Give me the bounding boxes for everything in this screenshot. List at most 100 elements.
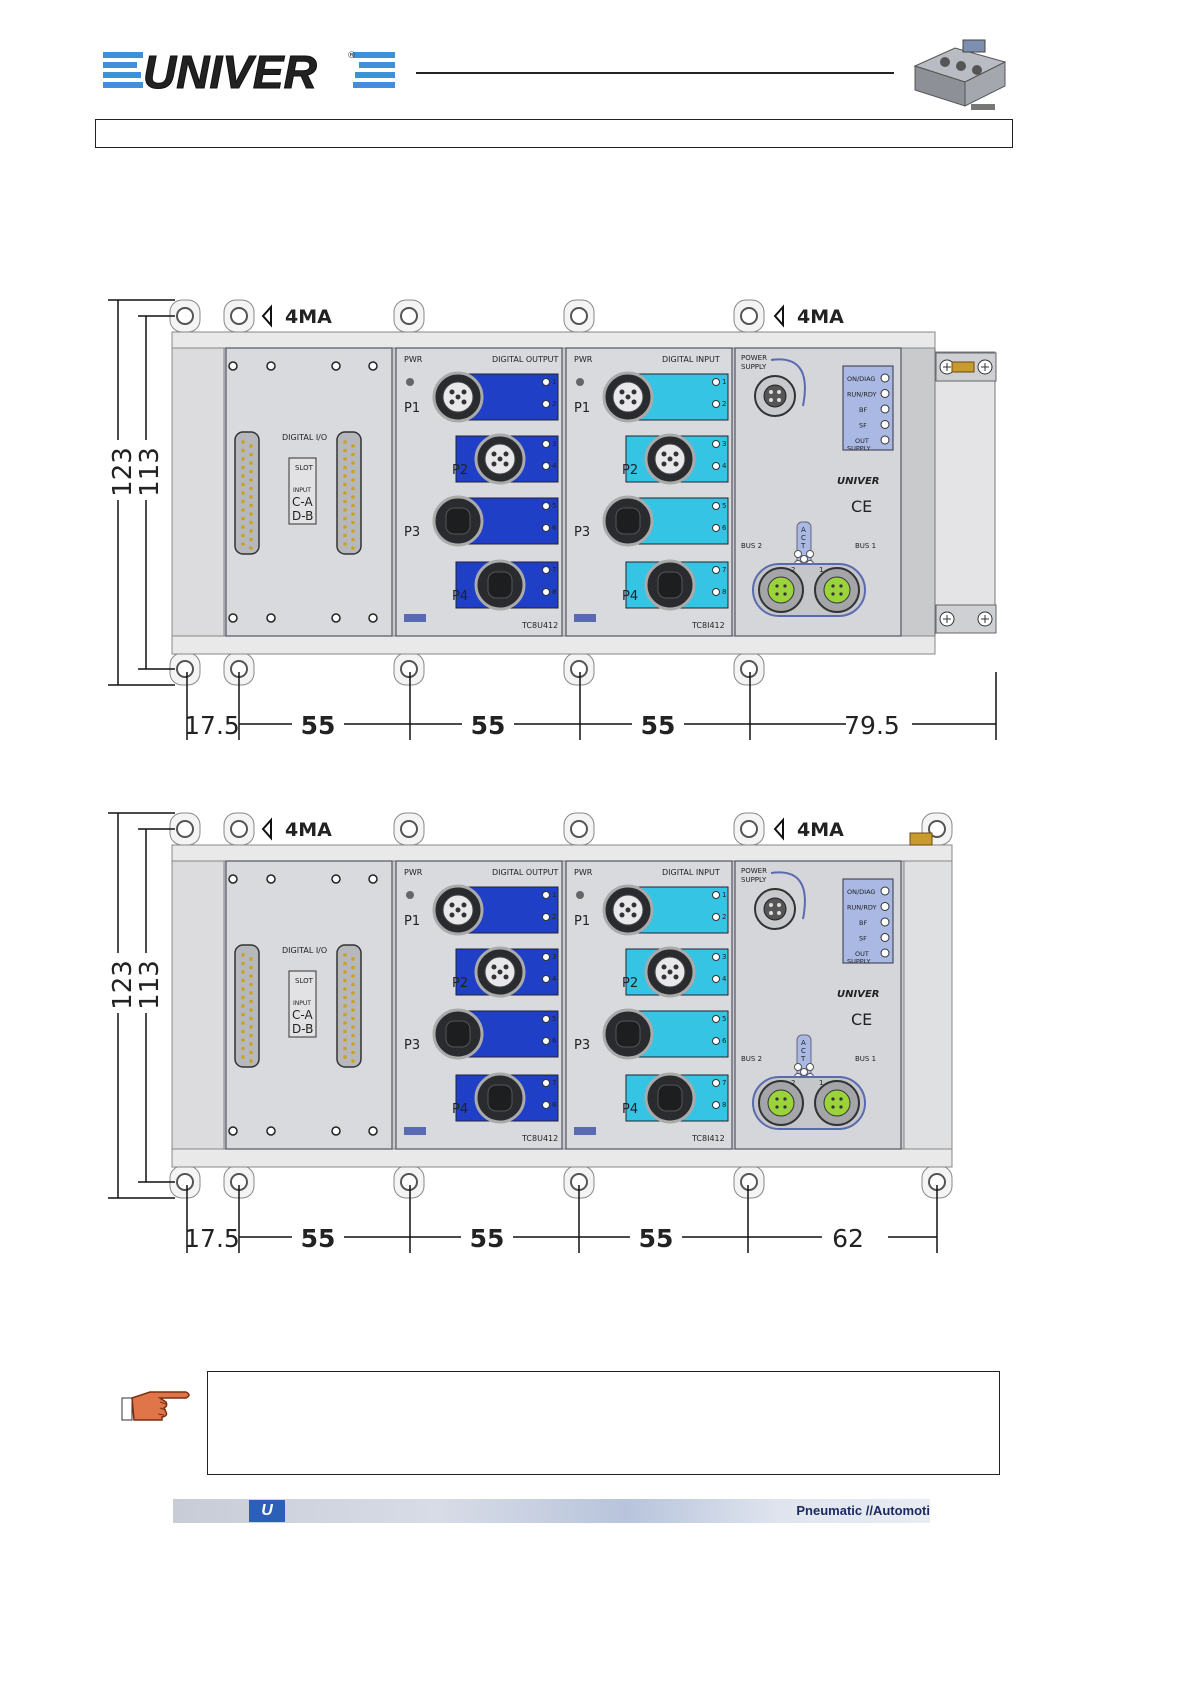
connector-cap (657, 1084, 683, 1112)
connector-pin (241, 542, 245, 546)
width-dim-label: 79.5 (844, 711, 900, 740)
port-label: P3 (404, 1038, 420, 1053)
mount-thread-label: 4MA (285, 819, 332, 841)
connector-pin (343, 508, 347, 512)
slot-label: SLOT (295, 977, 314, 985)
channel-number: 6 (722, 1037, 727, 1045)
connector-pin (343, 465, 347, 470)
connector-pin (503, 964, 509, 970)
width-dim-label: 55 (639, 1224, 674, 1253)
port-label: P2 (622, 463, 638, 478)
mounting-hole-top (570, 820, 588, 838)
panel-screw-icon (331, 361, 341, 371)
channel-led-icon (542, 502, 550, 510)
connector-pin (831, 1105, 835, 1109)
channel-number: 8 (722, 1101, 726, 1109)
connector-pin (343, 457, 347, 461)
connector-pin (249, 1033, 253, 1038)
connector-pin (241, 1055, 245, 1059)
channel-led-icon (542, 400, 550, 408)
connector-pin (351, 1016, 355, 1021)
connector-pin (343, 1021, 347, 1025)
connector-pin (241, 1029, 245, 1034)
connector-pin (673, 461, 679, 467)
channel-led-icon (542, 588, 550, 596)
pwr-led-icon (406, 891, 414, 899)
bus2-label: BUS 2 (741, 1055, 762, 1063)
link-led-icon (794, 550, 802, 558)
module-badge-icon (574, 614, 596, 622)
module-badge-icon (574, 1127, 596, 1135)
connector-pin (241, 1004, 245, 1008)
connector-pin (351, 991, 355, 995)
led-label: OUT (855, 437, 869, 445)
connector-pin (625, 907, 631, 913)
link-led-icon (806, 550, 814, 558)
connector-pin (831, 592, 835, 596)
channel-led-icon (542, 566, 550, 574)
connector-pin (661, 451, 667, 457)
dsub-connector (336, 944, 362, 1068)
channel-number: 1 (722, 891, 726, 899)
bus-number: 2 (791, 1079, 795, 1087)
connector-pin (769, 903, 773, 907)
connector-pin (351, 529, 355, 533)
panel-screw-icon (228, 874, 238, 884)
connector-pin (619, 389, 625, 395)
connector-pin (249, 982, 253, 987)
connector-pin (619, 902, 625, 908)
footer-logo-icon: U (249, 1500, 285, 1522)
pwr-label: PWR (404, 355, 423, 364)
connector-pin (503, 461, 509, 467)
panel-screw-icon (266, 1126, 276, 1136)
rail-top-edge (171, 844, 953, 862)
connector-pin (343, 525, 347, 529)
connector-cap (615, 1020, 641, 1048)
channel-led-icon (712, 1101, 720, 1109)
channel-number: 5 (552, 1015, 556, 1023)
ground-terminal (909, 832, 933, 846)
port-label: P1 (574, 401, 590, 416)
panel-screw-icon (228, 361, 238, 371)
connector-pin (249, 957, 253, 961)
channel-number: 1 (552, 891, 556, 899)
port-label: P4 (622, 589, 638, 604)
connector-pin (343, 1029, 347, 1034)
mounting-hole-bottom (176, 1173, 194, 1191)
connector-pin (249, 546, 253, 550)
logo-text: UNIVER (143, 46, 317, 96)
mounting-hole-top (230, 307, 248, 325)
connector-pin (343, 499, 347, 504)
mounting-hole-bottom (740, 1173, 758, 1191)
led-label: OUT (855, 950, 869, 958)
led-label: RUN/RDY (847, 391, 876, 399)
channel-led-icon (542, 1037, 550, 1045)
connector-pin (461, 912, 467, 918)
channel-number: 7 (722, 1079, 726, 1087)
bus-connector-face (823, 576, 851, 604)
connector-pin (661, 964, 667, 970)
rail-bottom-edge (171, 635, 936, 655)
io-module-label: DIGITAL I/O (282, 433, 327, 442)
bus2-label: BUS 2 (741, 542, 762, 550)
footer-tagline: Pneumatic //Automoti (796, 1503, 930, 1518)
io-module-label: DIGITAL I/O (282, 946, 327, 955)
connector-pin (455, 394, 461, 400)
end-plate-right (934, 351, 996, 633)
channel-led-icon (542, 378, 550, 386)
mounting-hole-top (740, 820, 758, 838)
mount-thread-label: 4MA (797, 819, 844, 841)
connector-pin (769, 390, 773, 394)
channel-led-icon (712, 400, 720, 408)
connector-pin (503, 974, 509, 980)
svg-text:®: ® (347, 51, 356, 61)
pwr-label: PWR (574, 355, 593, 364)
channel-led-icon (542, 891, 550, 899)
led-label: RUN/RDY (847, 904, 876, 912)
panel-screw-icon (331, 874, 341, 884)
channel-led-icon (542, 975, 550, 983)
connector-pin (343, 1055, 347, 1059)
mounting-hole-top (570, 307, 588, 325)
channel-number: 4 (722, 462, 727, 470)
